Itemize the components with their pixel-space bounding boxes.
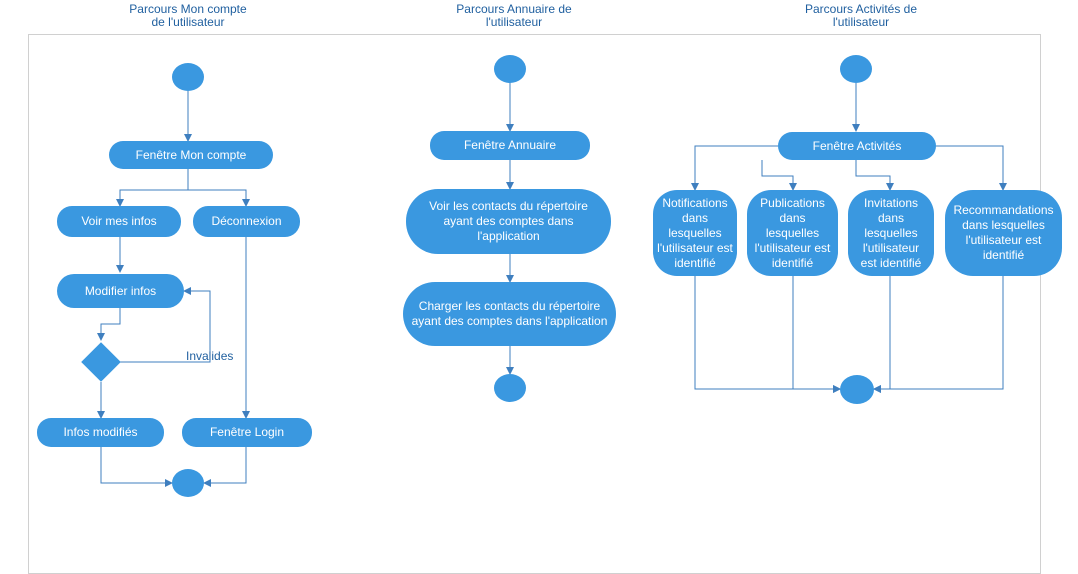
start-node <box>172 63 204 91</box>
edge-fenetre-to-deconnexion <box>188 189 250 207</box>
edge-activites-to-publications <box>761 160 797 191</box>
edge-recommandations-to-end <box>873 276 1004 393</box>
edge-fenetre-to-voir <box>116 169 189 207</box>
invalides-label: Invalides <box>186 349 234 363</box>
lane-title-line: l'utilisateur <box>832 15 890 29</box>
edge-login-to-end <box>203 447 247 487</box>
voir-mes-infos-node: Voir mes infos <box>57 206 181 237</box>
lane-title-line: de l'utilisateur <box>151 15 225 29</box>
end-node <box>840 375 874 404</box>
lane-title-activites: Parcours Activités de l'utilisateur <box>781 3 941 29</box>
edge-modifier-to-decision <box>97 308 121 341</box>
fenetre-activites-node: Fenêtre Activités <box>778 132 936 160</box>
lane-title-annuaire: Parcours Annuaire de l'utilisateur <box>434 3 594 29</box>
fenetre-login-node: Fenêtre Login <box>182 418 312 447</box>
fenetre-annuaire-node: Fenêtre Annuaire <box>430 131 590 160</box>
publications-node: Publications dans lesquelles l'utilisate… <box>747 190 838 276</box>
edge-activites-to-recommandations <box>936 145 1007 191</box>
lane-title-line: Parcours Annuaire de <box>456 2 572 16</box>
edge-activites-to-invitations <box>855 160 894 191</box>
lane-title-mon-compte: Parcours Mon compte de l'utilisateur <box>108 3 268 29</box>
fenetre-mon-compte-node: Fenêtre Mon compte <box>109 141 273 169</box>
lane-title-line: l'utilisateur <box>485 15 543 29</box>
deconnexion-node: Déconnexion <box>193 206 300 237</box>
charger-contacts-node: Charger les contacts du répertoire ayant… <box>403 282 616 346</box>
lane-title-line: Parcours Mon compte <box>129 2 247 16</box>
edge-notifications-to-end <box>694 276 841 393</box>
start-node <box>494 55 526 83</box>
edge-publications-to-end <box>792 276 841 393</box>
infos-modifies-node: Infos modifiés <box>37 418 164 447</box>
edge-decision-invalides <box>120 287 211 363</box>
end-node <box>494 374 526 402</box>
voir-contacts-node: Voir les contacts du répertoire ayant de… <box>406 189 611 254</box>
lane-title-line: Parcours Activités de <box>804 2 918 16</box>
recommandations-node: Recommandations dans lesquelles l'utilis… <box>945 190 1062 276</box>
invitations-node: Invitations dans lesquelles l'utilisateu… <box>848 190 934 276</box>
edge-infos-to-end <box>100 447 173 487</box>
edge-invitations-to-end <box>873 276 891 393</box>
end-node <box>172 469 204 497</box>
edge-activites-to-notifications <box>691 145 778 191</box>
modifier-infos-node: Modifier infos <box>57 274 184 308</box>
start-node <box>840 55 872 83</box>
notifications-node: Notifications dans lesquelles l'utilisat… <box>653 190 737 276</box>
